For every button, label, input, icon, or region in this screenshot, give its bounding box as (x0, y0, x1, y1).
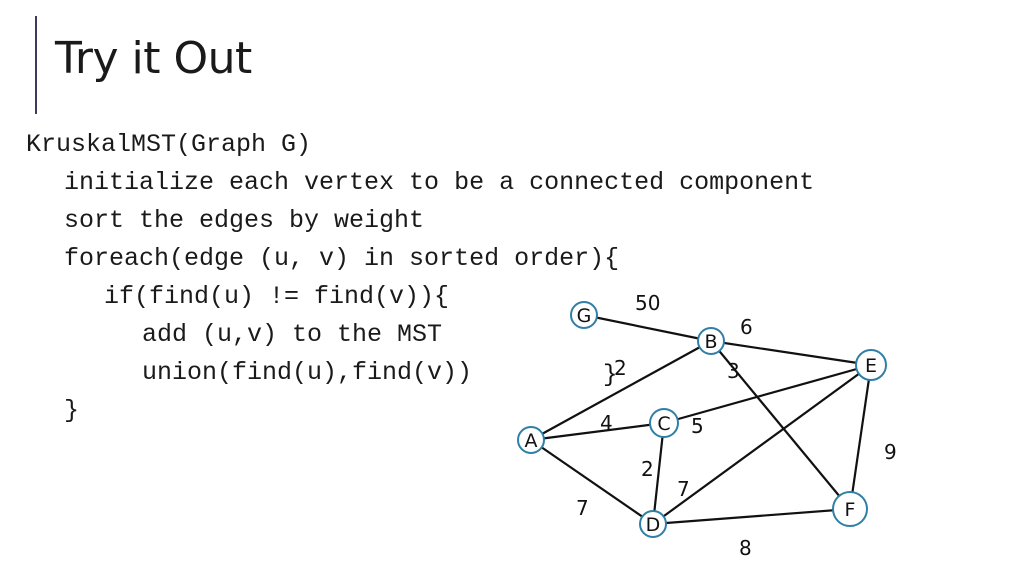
edge-E-F (848, 364, 873, 510)
node-B: B (697, 327, 725, 355)
edge-G-B (583, 313, 712, 343)
weight-D-F: 8 (739, 536, 752, 560)
edge-A-B (530, 340, 712, 441)
edge-D-E (652, 364, 872, 525)
slide-title: Try it Out (55, 33, 252, 84)
weight-E-F: 9 (884, 440, 897, 464)
node-label-C: C (657, 413, 670, 435)
node-label-B: B (704, 331, 717, 353)
code-line-7: union(find(u),find(v)) (142, 358, 473, 387)
code-line-9: } (64, 396, 80, 425)
weight-A-D: 7 (576, 496, 589, 520)
pseudocode-block: KruskalMST(Graph G) initialize each vert… (0, 0, 814, 425)
weight-G-B: 50 (635, 291, 660, 315)
title-accent-bar (35, 16, 37, 114)
code-line-2: initialize each vertex to be a connected… (64, 168, 815, 197)
edge-B-F (710, 340, 851, 510)
edge-B-E (710, 339, 872, 367)
node-label-G: G (577, 305, 592, 327)
weight-C-D: 2 (641, 457, 654, 481)
node-label-E: E (865, 355, 877, 377)
edge-D-F (652, 507, 851, 526)
node-C: C (649, 408, 679, 438)
code-line-6: add (u,v) to the MST (142, 320, 443, 349)
edge-C-E (663, 363, 872, 425)
edge-C-D (651, 422, 666, 525)
edge-A-C (530, 421, 665, 442)
node-D: D (639, 510, 667, 538)
weight-B-F: 3 (727, 359, 740, 383)
code-line-1: KruskalMST(Graph G) (26, 130, 312, 159)
weight-C-E: 5 (691, 414, 704, 438)
node-F: F (832, 491, 868, 527)
weight-A-B: 2 (614, 356, 627, 380)
node-label-F: F (845, 499, 856, 521)
edge-A-D (530, 439, 654, 525)
node-label-D: D (646, 514, 661, 536)
node-G: G (570, 301, 598, 329)
code-line-8: } (603, 362, 617, 389)
weight-B-E: 6 (740, 315, 753, 339)
code-line-4: foreach(edge (u, v) in sorted order){ (64, 244, 620, 273)
node-E: E (855, 349, 887, 381)
weight-D-E: 7 (677, 477, 690, 501)
node-A: A (517, 426, 545, 454)
node-label-A: A (525, 430, 538, 452)
weight-A-C: 4 (600, 411, 613, 435)
code-line-5: if(find(u) != find(v)){ (104, 282, 450, 311)
code-line-3: sort the edges by weight (64, 206, 425, 235)
